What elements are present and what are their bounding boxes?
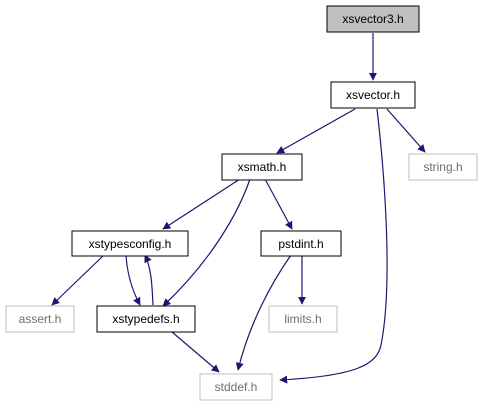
node-xstypesconfig-h[interactable]: xstypesconfig.h [71, 230, 189, 257]
node-label: xstypedefs.h [112, 312, 179, 326]
node-box [71, 230, 189, 257]
node-stddef-h[interactable]: stddef.h [199, 373, 273, 401]
node-xsmath-h[interactable]: xsmath.h [221, 153, 303, 181]
node-box [199, 373, 273, 401]
edge-xsvector-to-stddef [279, 108, 388, 384]
node-box [96, 305, 196, 333]
node-xsvector-h[interactable]: xsvector.h [330, 81, 416, 109]
node-string-h[interactable]: string.h [408, 153, 478, 181]
node-box [221, 153, 303, 181]
node-label: assert.h [19, 312, 62, 326]
edge-xsmath-to-xstypedefs [162, 178, 251, 307]
node-label: xsmath.h [238, 160, 287, 174]
node-label: xsvector.h [346, 88, 400, 102]
node-label: limits.h [284, 312, 321, 326]
node-assert-h[interactable]: assert.h [5, 305, 75, 333]
node-limits-h[interactable]: limits.h [268, 305, 338, 333]
node-label: xstypesconfig.h [89, 237, 172, 251]
edge-xstypesconfig-to-xstypedefs [125, 254, 141, 306]
edge-xsmath-to-pstdint [264, 178, 293, 230]
edge-pstdint-to-stddef [235, 254, 292, 371]
node-pstdint-h[interactable]: pstdint.h [260, 230, 342, 257]
edge-xstypedefs-to-xstypesconfig [144, 254, 154, 306]
edge-xstypesconfig-to-assert [51, 254, 105, 306]
node-box [326, 5, 420, 33]
node-label: xsvector3.h [342, 12, 403, 26]
node-box [260, 230, 342, 257]
edge-xstypedefs-to-stddef [171, 331, 220, 373]
edge-xsmath-to-xstypesconfig [162, 178, 241, 230]
node-box [330, 81, 416, 109]
node-box [5, 305, 75, 333]
edges [51, 33, 426, 384]
node-label: stddef.h [215, 380, 258, 394]
nodes: xsvector3.h xsvector.h xsmath.h string.h… [5, 5, 478, 401]
node-xstypedefs-h[interactable]: xstypedefs.h [96, 305, 196, 333]
edge-xsvector-to-string [386, 108, 426, 153]
node-box [408, 153, 478, 181]
node-box [268, 305, 338, 333]
node-label: pstdint.h [278, 237, 323, 251]
node-label: string.h [423, 160, 462, 174]
node-xsvector3-h[interactable]: xsvector3.h [326, 5, 420, 33]
edge-xsvector-to-xsmath [276, 108, 356, 154]
